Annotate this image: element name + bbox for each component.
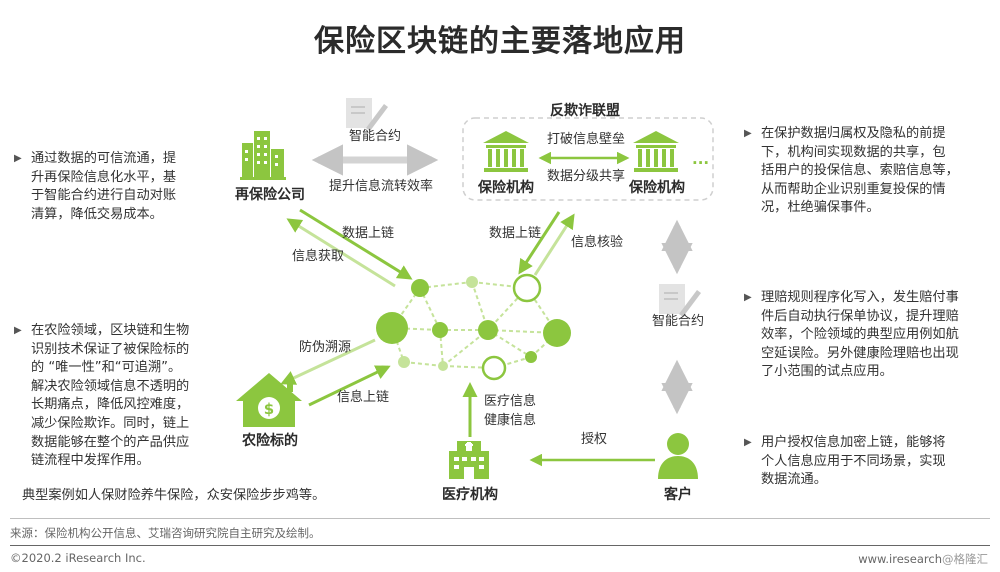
data-onchain-left-label: 数据上链 xyxy=(342,226,394,241)
smart-contract-document-icon xyxy=(346,98,388,131)
copyright-text: ©2020.2 iResearch Inc. xyxy=(10,551,146,565)
note-line: 识别技术保证了被保险标的 xyxy=(31,341,190,357)
note-line: 效率，个险领域的典型应用例如航 xyxy=(761,327,959,343)
network-node xyxy=(398,356,410,368)
hospital-building-icon xyxy=(449,441,489,479)
note-line: 于智能合约进行自动对账 xyxy=(31,188,177,204)
bank-building-icon xyxy=(633,131,679,172)
note-line: 解决农险领域信息不透明的 xyxy=(31,378,190,394)
note-line: 个人信息应用于不同场景，实现 xyxy=(761,453,946,469)
left-note-agri: ▶ 在农险领域，区块链和生物 识别技术保证了被保险标的 的 “唯一性”和“可追溯… xyxy=(14,322,246,471)
smart-contract-document-icon xyxy=(659,284,701,317)
note-line: 清算，降低交易成本。 xyxy=(31,206,163,222)
network-node xyxy=(543,319,571,347)
note-line: 减少保险欺诈。同时，链上 xyxy=(31,415,190,431)
note-line: 长期痛点，降低风控难度， xyxy=(31,397,190,413)
page-title: 保险区块链的主要落地应用 xyxy=(314,24,686,59)
node-reinsurance-label: 再保险公司 xyxy=(235,186,305,203)
efficiency-label: 提升信息流转效率 xyxy=(329,178,433,194)
antifraud-alliance-box xyxy=(462,117,714,201)
note-line: 通过数据的可信流通，提 xyxy=(31,151,177,166)
reinsurance-building-icon xyxy=(240,131,286,180)
note-line: 升再保险信息化水平，基 xyxy=(31,169,177,185)
smart-contract-top-label: 智能合约 xyxy=(349,129,401,144)
example-text: 典型案例如人保财险养牛保险，众安保险步步鸡等。 xyxy=(22,488,326,503)
network-node xyxy=(512,273,542,303)
bullet-arrow-icon: ▶ xyxy=(14,325,22,336)
note-line: 下，机构间实现数据的共享，包 xyxy=(761,144,946,160)
right-note-sharing: ▶ 在保护数据归属权及隐私的前提 下，机构间实现数据的共享，包 括用户的投保信息… xyxy=(744,125,991,218)
svg-text:$: $ xyxy=(264,400,274,418)
network-node xyxy=(438,361,448,371)
note-line: 的 “唯一性”和“可追溯”。 xyxy=(31,360,182,376)
data-onchain-arrow-right xyxy=(518,211,561,275)
info-verify-arrow xyxy=(533,213,575,276)
source-divider xyxy=(10,518,990,519)
note-line: 况，杜绝骗保事件。 xyxy=(761,200,880,216)
info-acquire-label: 信息获取 xyxy=(292,248,344,264)
note-line: 空延误险。另外健康险理赔也出现 xyxy=(761,345,959,361)
info-onchain-arrow xyxy=(308,365,391,407)
network-node xyxy=(432,322,448,338)
authorize-label: 授权 xyxy=(581,431,607,447)
insurer-ellipsis: ... xyxy=(692,150,709,168)
footer-divider xyxy=(10,545,990,546)
note-line: 用户授权信息加密上链，能够将 xyxy=(761,435,946,450)
right-note-claims: ▶ 理赔规则程序化写入，发生赔付事 件后自动执行保单协议，提升理赔 效率，个险领… xyxy=(744,289,991,382)
data-onchain-right-label: 数据上链 xyxy=(489,226,541,241)
anti-counterfeit-arrow xyxy=(280,338,376,385)
network-node xyxy=(478,320,498,340)
anti-counterfeit-label: 防伪溯源 xyxy=(299,339,351,355)
network-node xyxy=(411,279,429,297)
data-onchain-arrow-left xyxy=(299,208,413,280)
medical-info-label-2: 健康信息 xyxy=(484,412,536,428)
info-acquire-arrow xyxy=(286,218,396,288)
network-node xyxy=(525,351,537,363)
node-insurer-1-label: 保险机构 xyxy=(477,179,534,196)
note-line: 理赔规则程序化写入，发生赔付事 xyxy=(761,290,959,305)
bank-building-icon xyxy=(483,131,529,172)
network-node xyxy=(481,355,507,381)
watermark-text: @格隆汇 xyxy=(942,552,988,566)
source-note: 来源：保险机构公开信息、艾瑞咨询研究院自主研究及绘制。 xyxy=(10,526,321,540)
node-insurer-2-label: 保险机构 xyxy=(628,179,685,196)
note-line: 在保护数据归属权及隐私的前提 xyxy=(761,126,946,141)
bullet-arrow-icon: ▶ xyxy=(744,292,752,303)
info-verify-label: 信息核验 xyxy=(571,234,623,250)
break-barrier-label: 打破信息壁垒 xyxy=(547,131,625,147)
bullet-arrow-icon: ▶ xyxy=(744,437,752,448)
note-line: 件后自动执行保单协议，提升理赔 xyxy=(761,308,959,324)
node-customer-label: 客户 xyxy=(663,486,692,503)
note-line: 了小范围的试点应用。 xyxy=(761,364,893,380)
note-line: 数据能够在整个的产品供应 xyxy=(31,434,190,450)
node-agri-label: 农险标的 xyxy=(241,432,298,449)
network-node xyxy=(376,312,408,344)
info-onchain-label: 信息上链 xyxy=(337,389,389,405)
note-line: 在农险领域，区块链和生物 xyxy=(31,323,190,338)
medical-info-label-1: 医疗信息 xyxy=(484,393,536,409)
note-line: 链流程中发挥作用。 xyxy=(31,453,150,469)
customer-person-icon xyxy=(658,433,698,479)
left-note-reinsurance: ▶ 通过数据的可信流通，提 升再保险信息化水平，基 于智能合约进行自动对账 清算… xyxy=(14,150,216,224)
network-node xyxy=(466,276,478,288)
website-url: www.iresearch xyxy=(858,552,942,566)
bullet-arrow-icon: ▶ xyxy=(744,128,752,139)
node-medical-label: 医疗机构 xyxy=(442,486,498,503)
tiered-sharing-label: 数据分级共享 xyxy=(547,168,625,184)
smart-contract-right-label: 智能合约 xyxy=(652,314,704,329)
bullet-arrow-icon: ▶ xyxy=(14,153,22,164)
note-line: 从而帮助企业识别重复投保的情 xyxy=(761,181,946,197)
website-text: www.iresearch@格隆汇 xyxy=(858,551,988,567)
note-line: 括用户的投保信息、索赔信息等， xyxy=(761,163,959,179)
note-line: 数据流通。 xyxy=(761,472,827,488)
agri-house-icon: $ xyxy=(236,373,302,427)
network-nodes xyxy=(376,273,571,381)
right-note-authorization: ▶ 用户授权信息加密上链，能够将 个人信息应用于不同场景，实现 数据流通。 xyxy=(744,434,991,490)
antifraud-alliance-title: 反欺诈联盟 xyxy=(550,102,620,119)
